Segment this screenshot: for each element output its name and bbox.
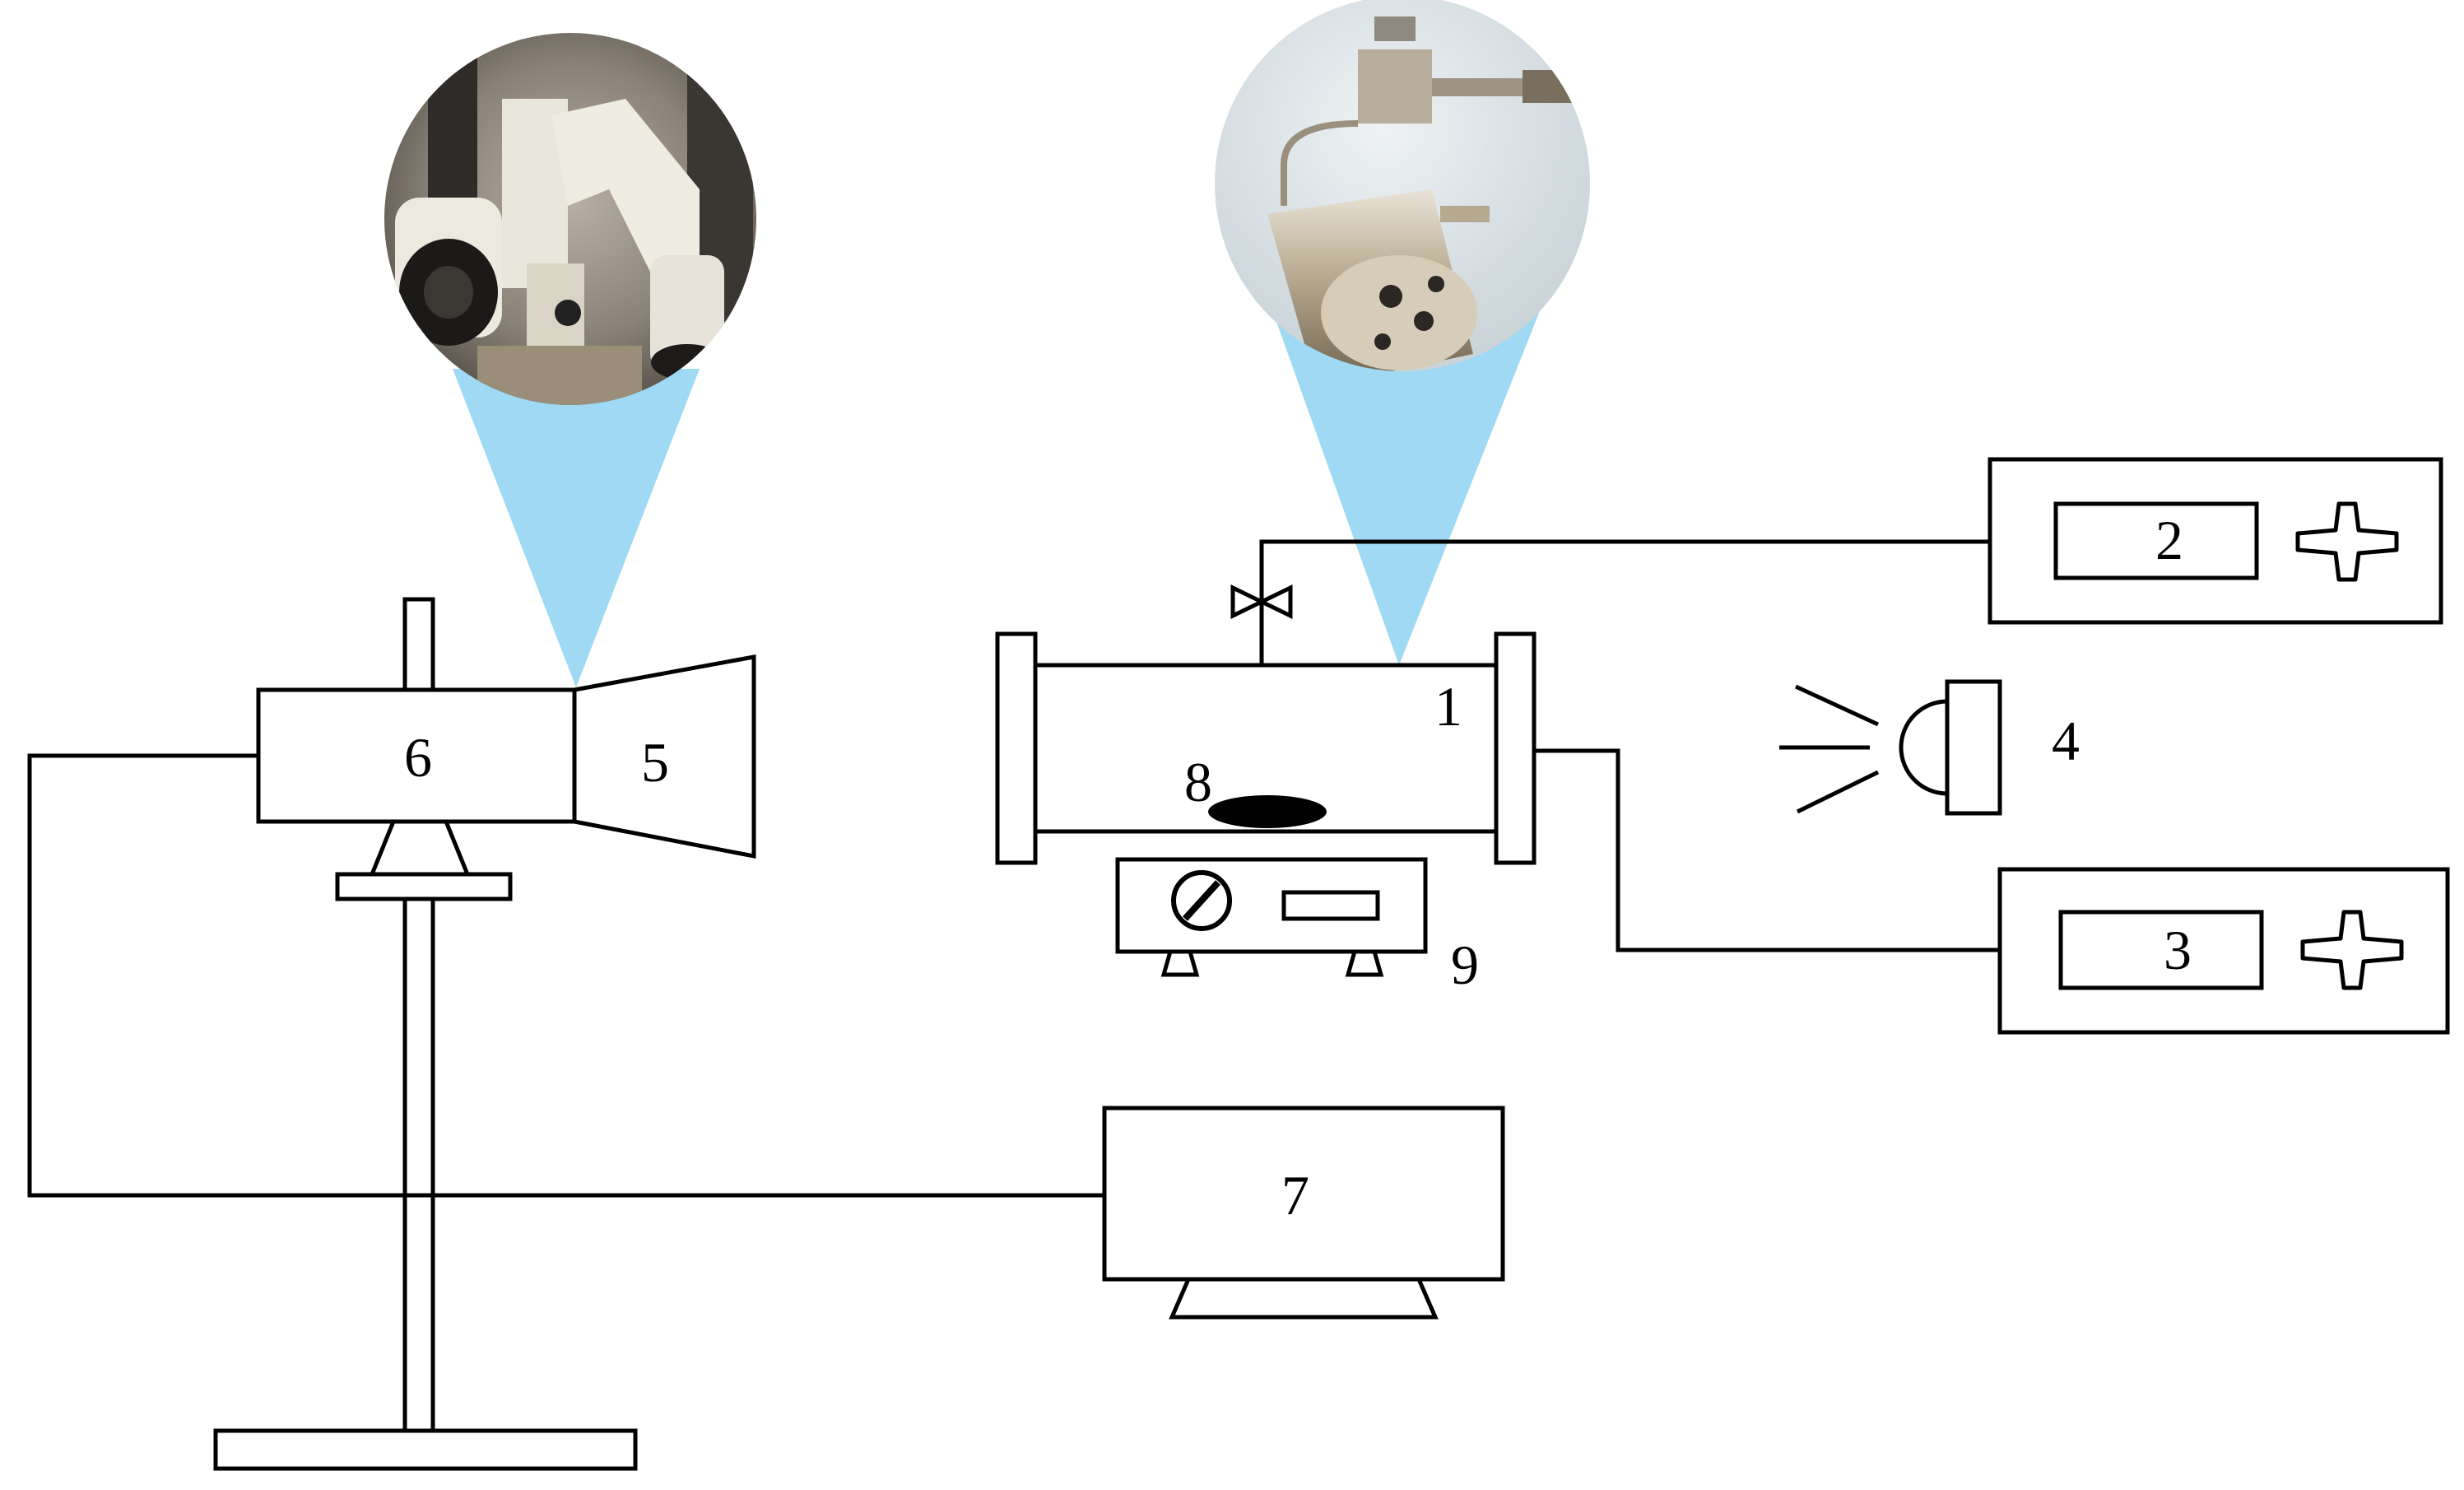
reaction-vessel (995, 631, 1537, 865)
label-heater: 9 (1451, 934, 1479, 996)
wire-controller-bottom (1534, 748, 2000, 952)
connection-wires (27, 539, 2000, 1198)
knob-icon (1171, 870, 1232, 931)
camera-photo-inset (384, 33, 756, 405)
stand-base (213, 1428, 638, 1471)
label-light-source: 4 (2052, 710, 2080, 772)
controller-bottom-display (2058, 910, 2264, 990)
computer-monitor (1102, 1106, 1505, 1320)
vessel-photo-inset (1215, 0, 1590, 371)
vessel-view-beam (1267, 296, 1546, 665)
controller-top (1987, 457, 2443, 625)
label-sample: 8 (1184, 751, 1212, 813)
camera-view-beam (453, 369, 700, 687)
lamp-icon (1779, 679, 2002, 816)
stand-clamp-plate (335, 872, 513, 901)
label-computer: 7 (1281, 1164, 1309, 1227)
controller-top-display (2053, 501, 2259, 580)
label-controller-bottom: 3 (2164, 919, 2192, 981)
label-camera: 6 (404, 726, 432, 789)
wire-controller-top (1259, 539, 1990, 665)
controller-bottom (1997, 867, 2450, 1035)
camera-lens (572, 654, 756, 859)
wire-camera-computer (27, 753, 1104, 1198)
heater-plate (1115, 857, 1428, 977)
valve-icon (1230, 584, 1293, 619)
stand-mount (369, 819, 471, 877)
label-lens: 5 (641, 731, 669, 794)
cross-button-icon (2295, 501, 2399, 582)
sample (1208, 795, 1327, 828)
cross-button-icon (2300, 910, 2404, 990)
label-controller-top: 2 (2155, 509, 2183, 571)
label-vessel: 1 (1434, 675, 1462, 738)
camera-body (256, 687, 577, 824)
